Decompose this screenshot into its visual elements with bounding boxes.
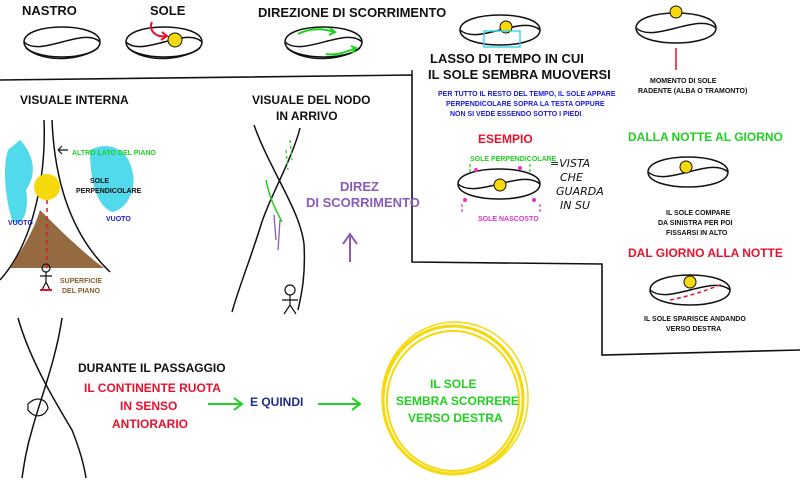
title-nastro: NASTRO: [22, 3, 77, 18]
note-sparisce-line2: VERSO DESTRA: [666, 326, 722, 333]
direzione-arrow-top: [297, 28, 335, 35]
sole-arrow: [150, 21, 167, 38]
arrow-to-result: [318, 397, 362, 411]
note-esempio-nascosto: SOLE NASCOSTO: [478, 216, 539, 223]
result-text-line1: IL SOLE: [430, 377, 477, 391]
title-notte-giorno: DALLA NOTTE AL GIORNO: [628, 130, 783, 144]
note-superficie-line2: DEL PIANO: [62, 288, 100, 295]
note-compare-line3: FISSARSI IN ALTO: [666, 230, 728, 237]
title-direzione: DIREZIONE DI SCORRIMENTO: [258, 5, 447, 20]
direzione-band: [284, 26, 363, 60]
note-vista-line2: CHE: [560, 171, 583, 184]
sole-band: [125, 26, 203, 60]
notte-giorno-sun: [679, 160, 693, 174]
note-esempio-perp: SOLE PERPENDICOLARE: [470, 156, 557, 163]
nastro-band: [23, 26, 101, 60]
note-continente-line2: IN SENSO: [120, 399, 178, 413]
note-altro-lato: ALTRO LATO DEL PIANO: [72, 150, 156, 157]
panel-divider-line: [0, 74, 800, 356]
lasso-band: [459, 14, 541, 46]
note-continente-line3: ANTIORARIO: [112, 417, 188, 431]
visuale-interna-drawing: [0, 119, 134, 291]
note-resto-line3: NON SI VEDE ESSENDO SOTTO I PIEDI: [450, 111, 582, 118]
title-visuale-nodo-line2: IN ARRIVO: [276, 109, 338, 123]
esempio-sun: [493, 178, 507, 192]
title-visuale-interna: VISUALE INTERNA: [20, 93, 129, 107]
note-vista-line1: =VISTA: [550, 157, 591, 170]
passaggio-drawing: [17, 317, 87, 479]
title-lasso-line2: IL SOLE SEMBRA MUOVERSI: [428, 67, 611, 82]
title-lasso-line1: LASSO DI TEMPO IN CUI: [430, 51, 584, 66]
momento-sun: [669, 5, 683, 19]
note-momento-line2: RADENTE (ALBA O TRAMONTO): [638, 88, 748, 95]
note-vista-line4: IN SU: [560, 199, 591, 212]
visuale-nodo-drawing: [231, 124, 358, 315]
esempio-markers: [463, 166, 536, 202]
note-compare-line1: IL SOLE COMPARE: [666, 210, 731, 217]
lasso-sun: [499, 20, 513, 34]
note-e-quindi: E QUINDI: [250, 395, 304, 409]
note-compare-line2: DA SINISTRA PER POI: [658, 220, 733, 227]
sole-sun: [167, 32, 183, 48]
note-vuoto-left: VUOTO: [8, 220, 33, 227]
note-momento-line1: MOMENTO DI SOLE: [650, 78, 717, 85]
arrow-to-quindi: [208, 397, 244, 411]
lasso-highlight-box: [483, 30, 521, 48]
result-text-line3: VERSO DESTRA: [408, 411, 503, 425]
title-esempio: ESEMPIO: [478, 132, 533, 146]
note-direz-line1: DIREZ: [340, 179, 379, 194]
momento-band: [635, 12, 717, 44]
title-durante: DURANTE IL PASSAGGIO: [78, 361, 226, 375]
note-vista-line3: GUARDA: [556, 185, 604, 198]
note-sparisce-line1: IL SOLE SPARISCE ANDANDO: [644, 316, 746, 323]
result-sun-circle: [381, 321, 529, 476]
title-sole: SOLE: [150, 3, 186, 18]
giorno-notte-path: [669, 283, 723, 301]
direzione-arrow-bottom: [325, 47, 357, 56]
giorno-notte-sun: [683, 275, 697, 289]
note-sole-perp-line1: SOLE: [90, 178, 110, 185]
note-superficie-line1: SUPERFICIE: [60, 278, 103, 285]
note-sole-perp-line2: PERPENDICOLARE: [76, 188, 142, 195]
note-direz-line2: DI SCORRIMENTO: [306, 195, 420, 210]
title-visuale-nodo-line1: VISUALE DEL NODO: [252, 93, 371, 107]
note-vuoto-right: VUOTO: [106, 216, 131, 223]
note-resto-line1: PER TUTTO IL RESTO DEL TEMPO, IL SOLE AP…: [438, 91, 616, 98]
title-giorno-notte: DAL GIORNO ALLA NOTTE: [628, 246, 783, 260]
result-text-line2: SEMBRA SCORRERE: [396, 394, 519, 408]
note-resto-line2: PERPENDICOLARE SOPRA LA TESTA OPPURE: [446, 101, 605, 108]
giorno-notte-band: [649, 274, 731, 306]
note-continente-line1: IL CONTINENTE RUOTA: [84, 381, 221, 395]
